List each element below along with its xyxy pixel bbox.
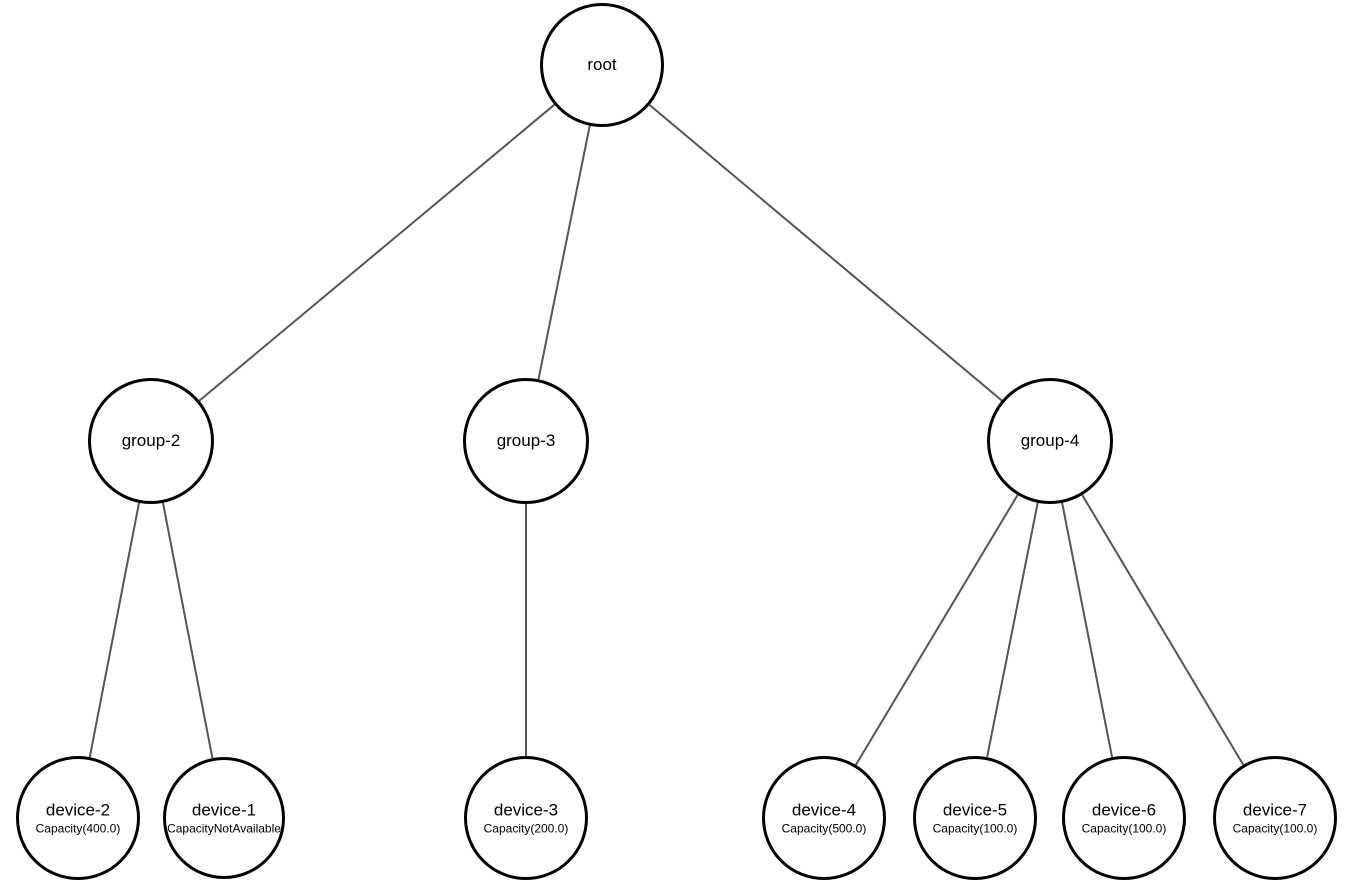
- node-capacity-label: Capacity(100.0): [1232, 821, 1318, 836]
- node-label: device-2: [45, 800, 111, 820]
- edge-group-2-to-device-2: [88, 502, 141, 758]
- node-label: device-5: [942, 800, 1008, 820]
- node-capacity-label: CapacityNotAvailable: [167, 821, 281, 836]
- node-label: device-4: [791, 800, 857, 820]
- node-label: device-1: [191, 800, 257, 820]
- node-label: group-3: [496, 431, 556, 450]
- node-text-group-3: group-3: [497, 431, 556, 451]
- node-group-3[interactable]: group-3: [463, 378, 589, 504]
- edge-root-to-group-4: [648, 104, 1003, 402]
- node-capacity-label: Capacity(100.0): [1081, 821, 1167, 836]
- node-capacity-label: Capacity(500.0): [781, 821, 867, 836]
- edge-group-4-to-device-7: [1081, 494, 1245, 766]
- node-root[interactable]: root: [540, 3, 664, 127]
- edge-group-2-to-device-1: [161, 502, 214, 759]
- edge-group-4-to-device-4: [855, 494, 1019, 766]
- node-label: group-2: [121, 431, 181, 450]
- edge-group-4-to-device-5: [986, 502, 1039, 758]
- node-text-group-4: group-4: [1021, 431, 1080, 451]
- node-capacity-label: Capacity(200.0): [483, 821, 569, 836]
- node-text-root: root: [587, 55, 616, 75]
- edge-root-to-group-2: [198, 103, 556, 402]
- node-text-group-2: group-2: [122, 431, 181, 451]
- node-group-2[interactable]: group-2: [88, 378, 214, 504]
- edge-group-4-to-device-6: [1061, 502, 1114, 758]
- edge-root-to-group-3: [537, 125, 591, 380]
- node-capacity-label: Capacity(400.0): [35, 821, 121, 836]
- node-label: group-4: [1020, 431, 1080, 450]
- node-label: device-3: [493, 800, 559, 820]
- node-capacity-label: Capacity(100.0): [932, 821, 1018, 836]
- node-label: device-6: [1091, 800, 1157, 820]
- node-label: device-7: [1242, 800, 1308, 820]
- node-label: root: [587, 55, 617, 74]
- node-group-4[interactable]: group-4: [987, 378, 1113, 504]
